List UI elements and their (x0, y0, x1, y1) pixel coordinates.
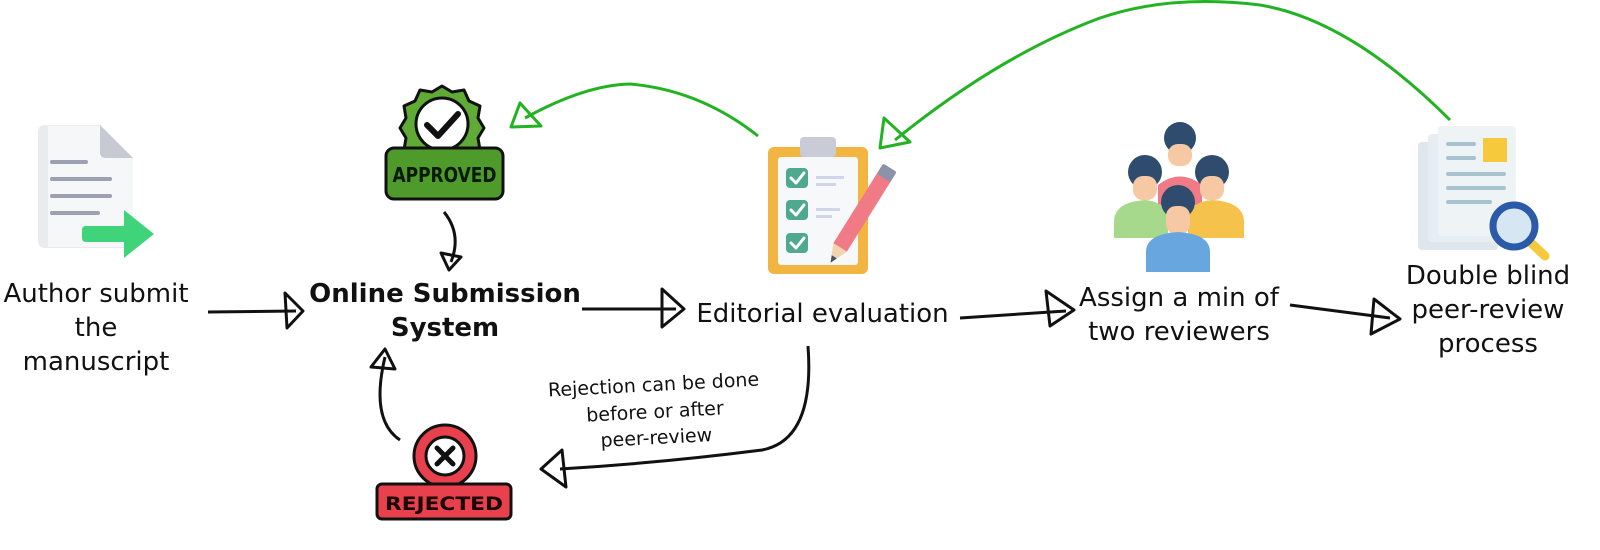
editorial-label-line1: Editorial evaluation (696, 299, 949, 329)
arrow-editorial-to-assign (959, 289, 1076, 328)
review-label-line2: peer-review (1411, 294, 1565, 325)
assign-label-line1: Assign a min of (1079, 283, 1279, 313)
arrow-approved-to-online (439, 211, 463, 272)
author-submit-label: Author submit the manuscript (0, 278, 192, 379)
feedback-arrow-editorial-to-approved (509, 82, 759, 138)
rejected-badge-text: REJECTED (385, 493, 503, 515)
team-reviewers-icon (1114, 122, 1244, 272)
online-submission-label: Online Submission System (300, 278, 590, 346)
review-label-line1: Double blind (1405, 261, 1571, 291)
arrow-rejected-to-online (369, 347, 401, 442)
feedback-arrow-review-to-editorial (878, 0, 1452, 150)
review-label-line3: process (1438, 328, 1538, 359)
arrow-online-to-editorial (582, 287, 686, 329)
assign-label-line2: two reviewers (1088, 316, 1270, 347)
arrow-assign-to-review (1289, 297, 1402, 336)
rejection-note: Rejection can be done before or after pe… (528, 366, 782, 459)
online-label-line1: Online Submission (309, 279, 581, 309)
arrow-author-to-online (207, 291, 305, 330)
approved-badge-icon: APPROVED (384, 84, 505, 201)
double-blind-review-label: Double blind peer-review process (1398, 260, 1578, 361)
assign-reviewers-label: Assign a min of two reviewers (1068, 282, 1290, 350)
approved-badge-text: APPROVED (393, 163, 497, 187)
checklist-pencil-icon (768, 137, 896, 274)
document-search-icon (1418, 126, 1550, 261)
online-label-line2: System (390, 312, 500, 343)
author-label-line1: Author submit (3, 279, 189, 309)
document-send-icon (38, 125, 154, 258)
author-label-line2: the manuscript (22, 312, 170, 377)
editorial-evaluation-label: Editorial evaluation (690, 298, 955, 332)
rejected-badge-icon: REJECTED (375, 423, 513, 521)
arrow-editorial-to-rejected (539, 345, 811, 489)
